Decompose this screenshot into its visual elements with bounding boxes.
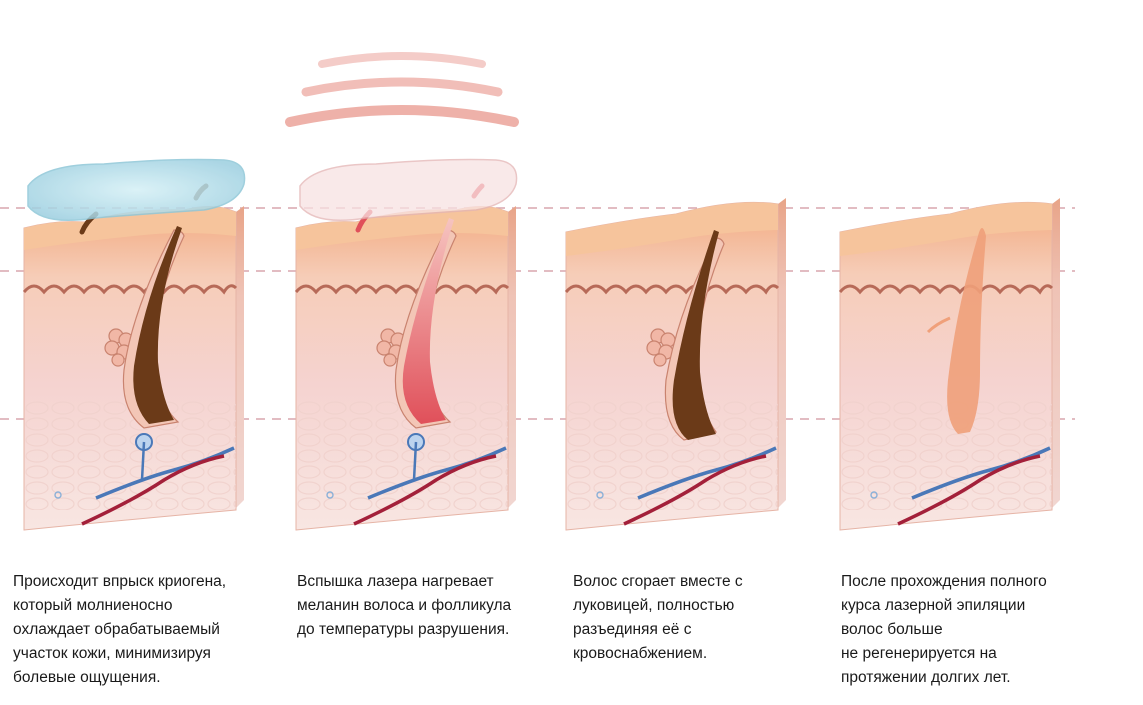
vein [95, 446, 235, 500]
skin-block-laser [285, 52, 519, 531]
caption-laser-flash: Вспышка лазера нагревает меланин волоса … [297, 573, 512, 638]
skin-block-burned [564, 198, 786, 531]
empty-follicle [947, 228, 986, 434]
sebaceous-gland [376, 328, 406, 367]
skin-block-cryogen [22, 158, 246, 531]
sebaceous-gland [646, 328, 676, 367]
artery [81, 454, 225, 526]
hair-dark [133, 226, 182, 424]
vein [367, 446, 507, 500]
artery [353, 454, 497, 526]
vein [911, 446, 1051, 500]
vein [637, 446, 777, 500]
hair-burned [672, 230, 719, 440]
epilation-process-diagram [0, 52, 1075, 531]
laser-waves [285, 52, 519, 127]
cryogen-residue [299, 158, 518, 221]
artery [897, 454, 1041, 526]
caption-no-regrowth: После прохождения полного курса лазерной… [841, 573, 1047, 686]
caption-hair-burns: Волос сгорает вместе с луковицей, полнос… [573, 573, 743, 662]
hair-heated [402, 218, 454, 424]
cryogen-cloud [27, 158, 246, 221]
artery [623, 454, 767, 526]
caption-cryogen: Происходит впрыск криогена, который молн… [13, 573, 227, 686]
skin-block-result [838, 198, 1060, 531]
